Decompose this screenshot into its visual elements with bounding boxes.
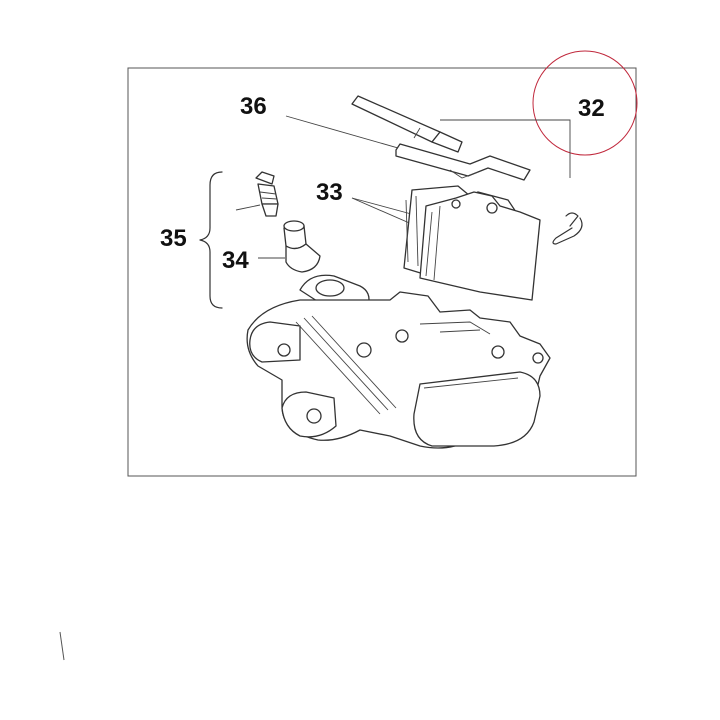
bleeder-screw [255,171,279,217]
brake-pads [403,185,541,301]
pin-clip [552,212,583,245]
highlight-circle [532,50,638,156]
caliper-body [246,274,551,449]
leader-32 [440,119,571,178]
retaining-pin [351,95,463,153]
bleeder-cap [283,220,321,273]
callout-36: 36 [240,93,267,120]
leader-35 [235,204,261,211]
callout-34: 34 [222,247,249,274]
callout-32: 32 [578,95,605,122]
callout-33: 33 [316,179,343,206]
diagram-frame [127,67,637,477]
leader-33a [351,197,416,216]
callout-35: 35 [160,225,187,252]
scan-mark [59,631,65,661]
brace-35 [199,171,223,309]
anti-rattle-spring [395,143,531,181]
